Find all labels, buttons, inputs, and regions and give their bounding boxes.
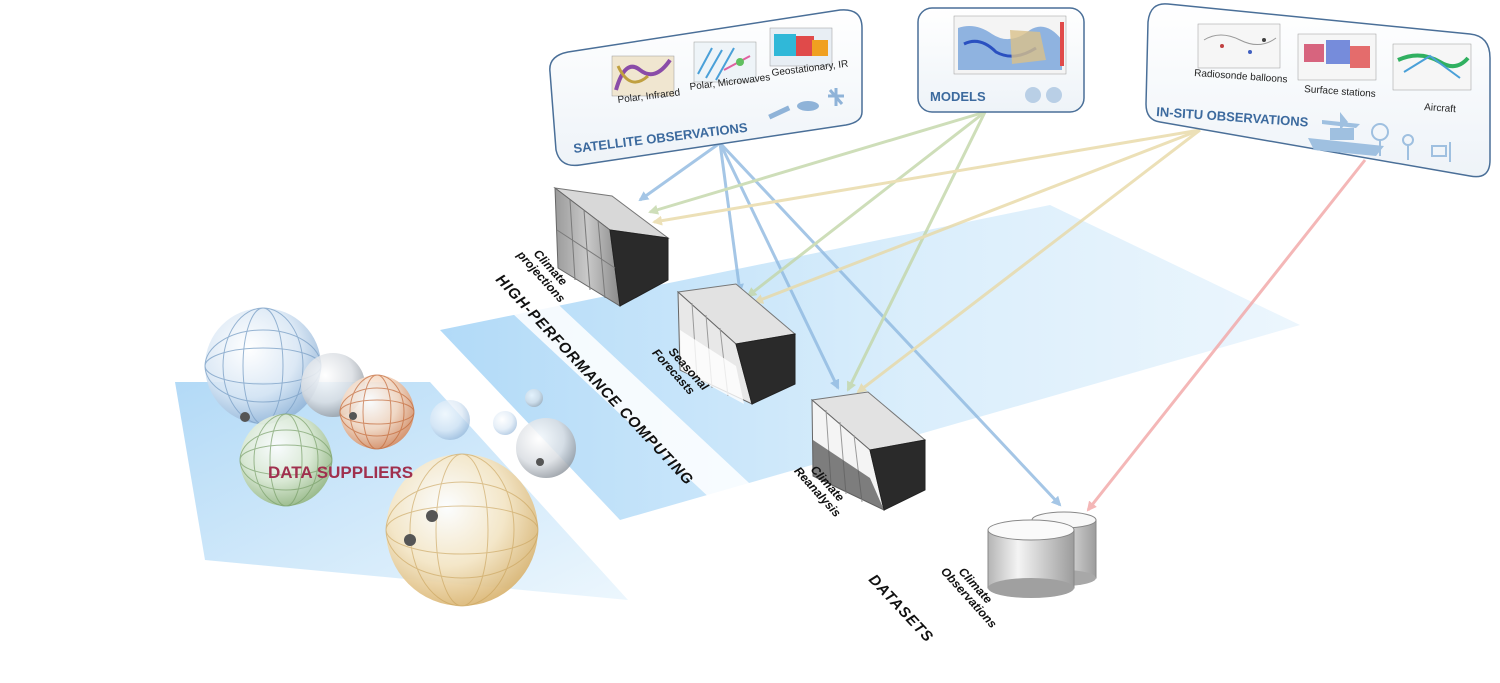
bubble-1 — [430, 400, 470, 440]
models-panel-title: MODELS — [930, 89, 986, 104]
satellite-icon — [768, 88, 844, 120]
thumb-caption-aircraft: Aircraft — [1424, 102, 1457, 115]
thumb-geostationary-ir — [769, 27, 833, 67]
bubble-3 — [525, 389, 543, 407]
thumb-model-map — [953, 15, 1067, 75]
globe-grey-right — [516, 418, 576, 478]
database-icon — [987, 511, 1097, 598]
bubble-2 — [493, 411, 517, 435]
arrow-insitu-observations — [1086, 159, 1367, 512]
globe-large-blue — [204, 307, 322, 425]
arrow-insitu-reanalysis — [856, 128, 1201, 394]
arrow-sat-seasonal — [718, 142, 744, 294]
insitu-panel: Radiosonde balloons Surface stations Air… — [1145, 3, 1491, 178]
arrow-models-reanalysis — [846, 111, 987, 392]
data-suppliers-label: DATA SUPPLIERS — [268, 463, 413, 482]
datasets-band-label: DATASETS — [865, 571, 937, 646]
thumb-polar-microwaves — [693, 41, 757, 83]
ship-icon — [1308, 128, 1384, 156]
thumb-radiosonde — [1197, 23, 1281, 69]
server-climate-projections — [553, 186, 670, 307]
arrow-sat-observations — [718, 141, 1062, 507]
arrow-insitu-projections — [652, 128, 1201, 226]
hpc-band-white-strip — [450, 250, 810, 545]
thumb-aircraft — [1392, 43, 1472, 91]
arrow-insitu-seasonal — [753, 128, 1201, 304]
satellite-panel: Polar, Infrared Polar, Microwaves Geosta… — [549, 9, 863, 167]
cloud-icon — [1025, 87, 1062, 103]
models-panel: MODELS — [917, 7, 1085, 113]
weather-station-icon — [1371, 123, 1451, 162]
arrow-sat-projections — [638, 141, 721, 202]
thumb-caption-surface-stations: Surface stations — [1304, 84, 1376, 100]
arrow-models-projections — [648, 110, 986, 215]
airplane-icon — [1322, 112, 1360, 130]
globe-orange — [339, 374, 415, 450]
thumb-polar-infrared — [611, 55, 675, 97]
data-supplier-globes — [204, 307, 576, 607]
globe-large-gold — [385, 453, 539, 607]
arrow-models-seasonal — [746, 110, 986, 298]
gear-icon — [240, 412, 544, 546]
server-seasonal-forecasts — [676, 283, 797, 405]
thumb-surface-stations — [1297, 33, 1377, 81]
server-climate-reanalysis — [810, 391, 927, 511]
arrows — [638, 110, 1367, 512]
globe-green — [239, 413, 333, 507]
